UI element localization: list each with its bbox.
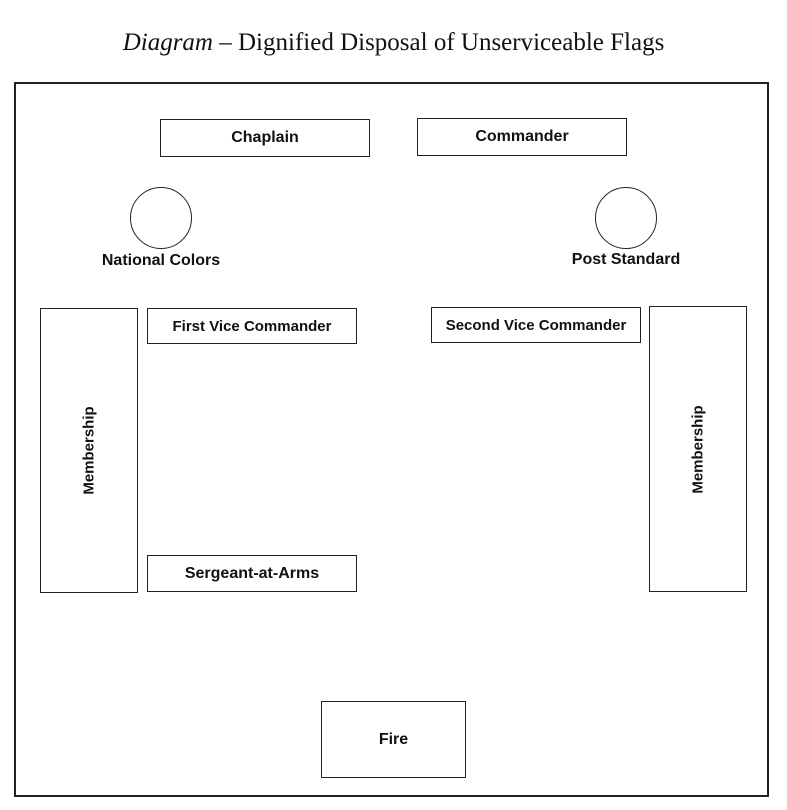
second-vice-commander-label: Second Vice Commander bbox=[445, 316, 627, 334]
ceremony-area-frame bbox=[14, 82, 769, 797]
post-standard-label: Post Standard bbox=[571, 251, 681, 268]
commander-position: Commander bbox=[417, 118, 627, 156]
membership-left-label: Membership bbox=[80, 406, 98, 495]
fire-label: Fire bbox=[378, 730, 409, 748]
membership-right-area: Membership bbox=[649, 306, 747, 592]
commander-label: Commander bbox=[475, 128, 569, 145]
title-italic: Diagram bbox=[122, 29, 213, 56]
membership-left-area: Membership bbox=[40, 308, 138, 593]
national-colors-circle bbox=[130, 187, 192, 249]
page-title: Diagram – Dignified Disposal of Unservic… bbox=[0, 26, 787, 60]
title-text: – Dignified Disposal of Unserviceable Fl… bbox=[213, 29, 665, 56]
membership-right-label: Membership bbox=[689, 404, 707, 494]
sergeant-at-arms-label: Sergeant-at-Arms bbox=[184, 564, 320, 582]
fire-area: Fire bbox=[321, 701, 466, 778]
national-colors-label: National Colors bbox=[101, 252, 221, 269]
second-vice-commander-position: Second Vice Commander bbox=[431, 307, 641, 343]
sergeant-at-arms-position: Sergeant-at-Arms bbox=[147, 555, 357, 592]
first-vice-commander-label: First Vice Commander bbox=[172, 317, 332, 335]
chaplain-label: Chaplain bbox=[231, 129, 299, 146]
first-vice-commander-position: First Vice Commander bbox=[147, 308, 357, 344]
post-standard-circle bbox=[595, 187, 657, 249]
chaplain-position: Chaplain bbox=[160, 119, 370, 157]
